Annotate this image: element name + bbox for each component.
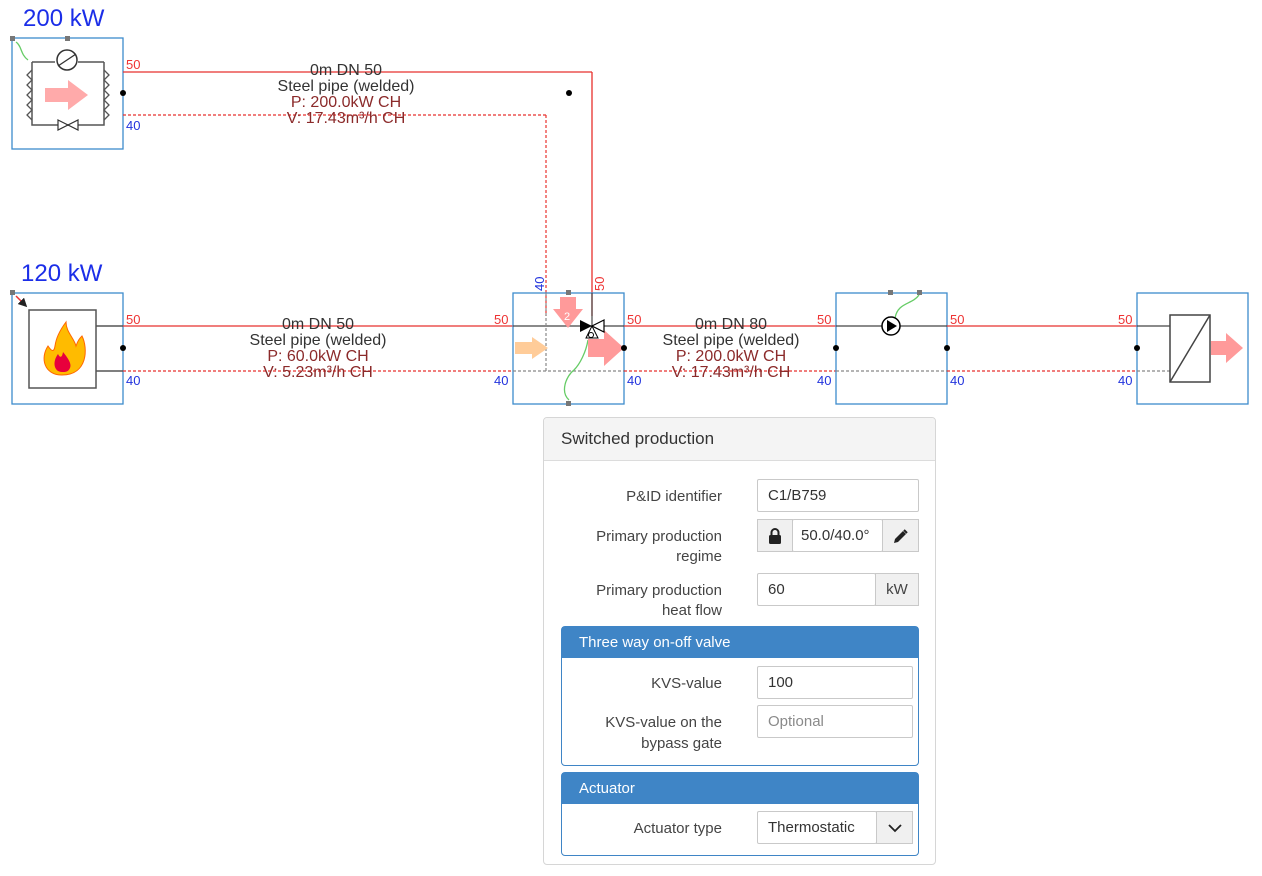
- pipe-bottom-right[interactable]: [947, 325, 1137, 372]
- port-return-label: 40: [950, 373, 964, 388]
- boiler-node[interactable]: [10, 290, 126, 405]
- kvs-label: KVS-value: [651, 675, 722, 692]
- pipe-top[interactable]: 0m DN 50 Steel pipe (welded) P: 200.0kW …: [123, 62, 593, 316]
- pipe-3-flow: V: 17.43m³/h CH: [672, 364, 791, 381]
- port-return-label: 40: [126, 373, 140, 388]
- flow-arrow-icon: [1211, 333, 1243, 363]
- flow-arrow-icon: [45, 80, 88, 110]
- port-supply-label: 50: [817, 312, 831, 327]
- pid-label: P&ID identifier: [626, 488, 722, 505]
- port-supply-label: 50: [950, 312, 964, 327]
- heat-flow-unit: kW: [875, 573, 919, 606]
- port-supply-label: 50: [1118, 312, 1132, 327]
- pipe-3-material: Steel pipe (welded): [663, 332, 800, 349]
- actuator-type-label: Actuator type: [633, 820, 722, 837]
- flow-arrow-icon: [553, 297, 583, 328]
- pipe-3-power: P: 200.0kW CH: [676, 348, 786, 365]
- actuator-section-title: Actuator: [562, 773, 918, 804]
- schematic-canvas[interactable]: 200 kW 120 kW 0m DN 50 Steel pipe (welde…: [0, 0, 1262, 420]
- port-supply-label: 50: [126, 57, 140, 72]
- port-return-label: 40: [494, 373, 508, 388]
- heat-flow-label-line-1: Primary production: [596, 582, 722, 599]
- bypass-kvs-input[interactable]: Optional: [757, 705, 913, 738]
- properties-panel: Switched production P&ID identifier C1/B…: [543, 417, 936, 865]
- bypass-label-line-1: KVS-value on the: [605, 714, 722, 731]
- pipe-bottom-middle[interactable]: 0m DN 80 Steel pipe (welded) P: 200.0kW …: [624, 316, 836, 381]
- pipe-2-power: P: 60.0kW CH: [267, 348, 368, 365]
- plant-2-power-label: 120 kW: [21, 260, 103, 287]
- panel-title: Switched production: [544, 418, 935, 461]
- plant-1-power-label: 200 kW: [23, 5, 105, 32]
- heat-flow-label-line-2: heat flow: [661, 602, 722, 619]
- heat-pump-node[interactable]: [10, 36, 126, 150]
- three-way-valve-icon: [580, 320, 592, 332]
- port-supply-label: 50: [494, 312, 508, 327]
- kvs-input[interactable]: 100: [757, 666, 913, 699]
- pipe-1-length: 0m DN 50: [310, 62, 382, 79]
- valve-section-title: Three way on-off valve: [562, 627, 918, 658]
- pipe-2-flow: V: 5.23m³/h CH: [263, 364, 373, 381]
- port-supply-label: 50: [627, 312, 641, 327]
- pipe-1-power: P: 200.0kW CH: [291, 94, 401, 111]
- flow-arrow-icon: [588, 330, 624, 366]
- edit-button[interactable]: [882, 519, 919, 552]
- regime-label-line-2: regime: [676, 548, 722, 565]
- bypass-label-line-2: bypass gate: [641, 735, 722, 752]
- port-supply-label: 50: [592, 277, 607, 291]
- valve-badge: 2: [564, 311, 570, 323]
- port-return-label: 40: [532, 277, 547, 291]
- pipe-3-length: 0m DN 80: [695, 316, 767, 333]
- regime-label-line-1: Primary production: [596, 528, 722, 545]
- heat-flow-input[interactable]: 60: [757, 573, 876, 606]
- pencil-icon: [894, 528, 908, 543]
- port-return-label: 40: [627, 373, 641, 388]
- port-return-label: 40: [126, 118, 140, 133]
- pipe-1-flow: V: 17.43m³/h CH: [287, 110, 406, 127]
- pump-node[interactable]: [833, 290, 950, 405]
- pipe-bottom-left[interactable]: 0m DN 50 Steel pipe (welded) P: 60.0kW C…: [123, 316, 513, 381]
- actuator-type-select[interactable]: Thermostatic: [757, 811, 877, 844]
- arrow-in-icon: [515, 337, 548, 359]
- port-supply-label: 50: [126, 312, 140, 327]
- port-return-label: 40: [817, 373, 831, 388]
- flame-icon: [43, 320, 86, 376]
- lock-icon: [769, 528, 781, 545]
- pipe-2-length: 0m DN 50: [282, 316, 354, 333]
- port-return-label: 40: [1118, 373, 1132, 388]
- actuator-dropdown-button[interactable]: [876, 811, 913, 844]
- pid-input[interactable]: C1/B759: [757, 479, 919, 512]
- regime-input[interactable]: 50.0/40.0°: [792, 519, 883, 552]
- chevron-down-icon: [887, 824, 902, 833]
- pipe-1-material: Steel pipe (welded): [278, 78, 415, 95]
- switched-production-node[interactable]: 2: [512, 290, 627, 406]
- heat-exchanger-node[interactable]: [1134, 292, 1249, 405]
- pipe-2-material: Steel pipe (welded): [250, 332, 387, 349]
- lock-button[interactable]: [757, 519, 793, 552]
